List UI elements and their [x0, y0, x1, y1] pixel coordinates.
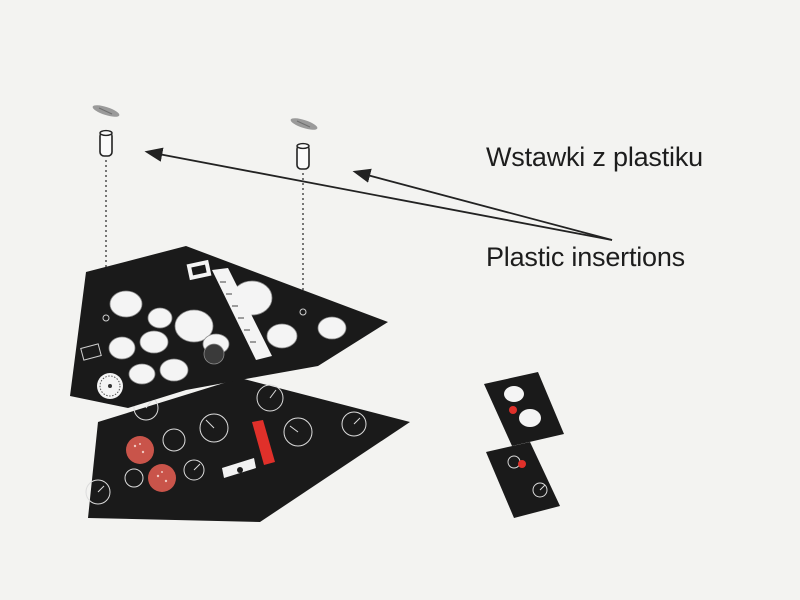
red-dial [126, 436, 154, 464]
label-english: Plastic insertions [486, 242, 685, 272]
red-indicator-strip [252, 420, 275, 465]
instrument-dial-backplate [85, 378, 410, 522]
plastic-insertion-left [92, 105, 120, 157]
scale-strip [212, 268, 272, 360]
red-dot [509, 406, 517, 414]
small-panel-bezel [484, 372, 564, 446]
small-dial-backplate [486, 442, 560, 518]
red-dial [148, 464, 176, 492]
arrow-to-right-insertion [352, 168, 613, 241]
instrument-panel-bezel [70, 246, 388, 408]
label-polish: Wstawki z plastiku [486, 142, 703, 172]
plastic-insertion-right [290, 118, 318, 170]
arrow-to-left-insertion [144, 147, 613, 241]
